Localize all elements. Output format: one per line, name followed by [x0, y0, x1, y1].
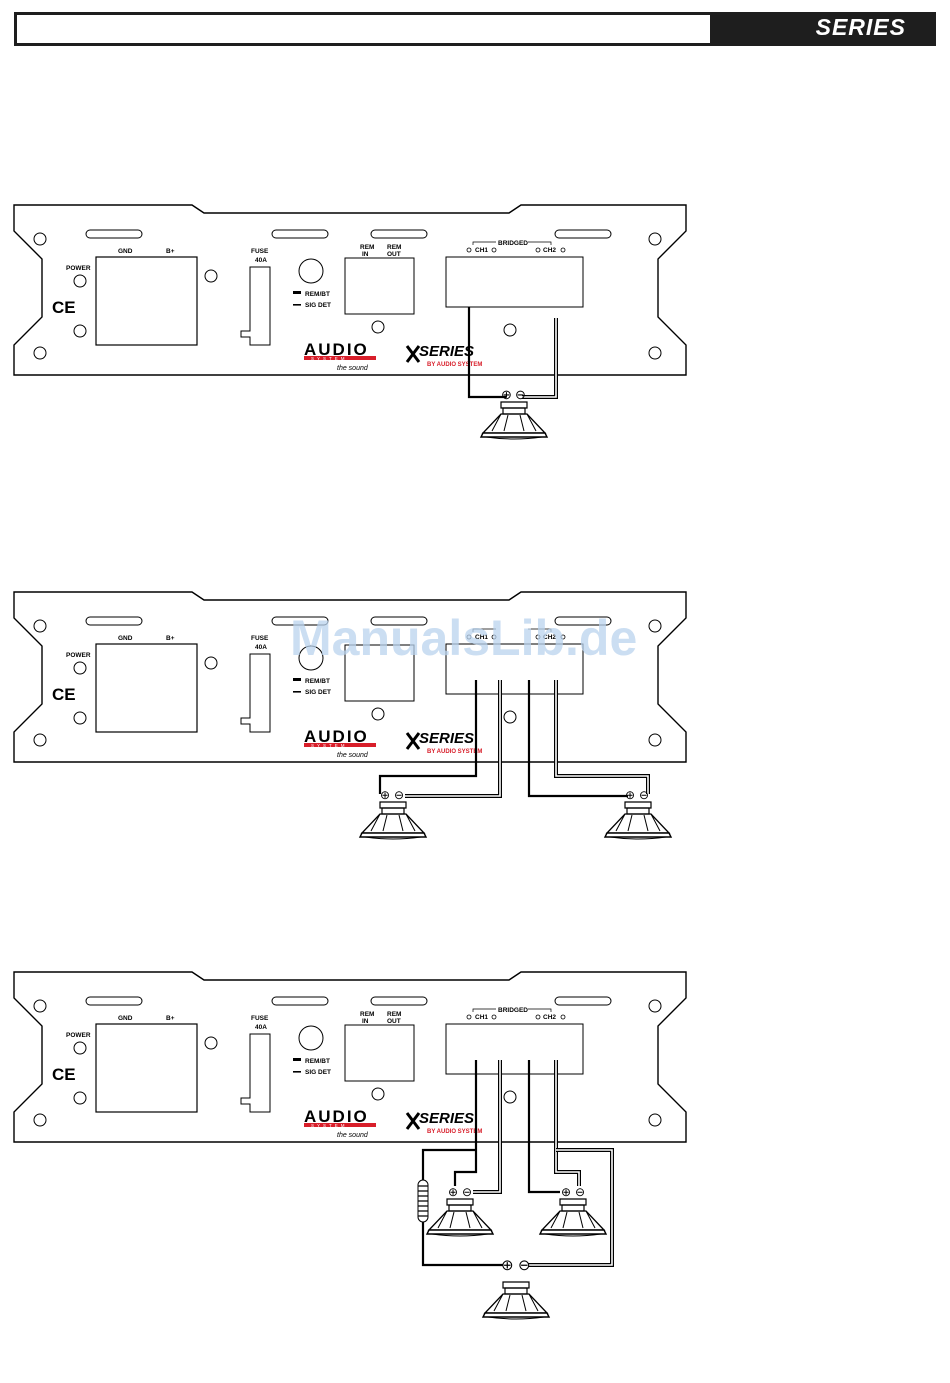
rem-in-label-top: REM — [360, 244, 374, 251]
rem-out-label-top: REM — [387, 1011, 401, 1018]
rem-in-label-bottom: IN — [362, 251, 369, 258]
rem-out-label-top: REM — [387, 244, 401, 251]
system-logo-text: SYSTEM — [311, 743, 348, 748]
sig-det-label: SIG DET — [305, 689, 331, 696]
minus-terminal: ⊖ — [575, 1185, 585, 1199]
rem-bt-label: REM/BT — [305, 291, 330, 298]
fuse-label: FUSE — [251, 1015, 269, 1022]
speaker-2-left — [359, 801, 427, 840]
rem-in-label-bottom: IN — [362, 1018, 369, 1025]
ch2-label: CH2 — [543, 1014, 556, 1021]
speaker-3-left — [426, 1198, 494, 1237]
ch1-label: CH1 — [475, 634, 488, 641]
fuse-label: FUSE — [251, 635, 269, 642]
rem-out-label-bottom: OUT — [387, 251, 401, 258]
power-label: POWER — [66, 265, 91, 272]
audio-logo: AUDIO — [304, 340, 369, 359]
amplifier-panel-3: POWER GND B+ FUSE 40A REM IN REM OUT BRI… — [12, 970, 688, 1144]
minus-terminal: ⊖ — [515, 387, 526, 402]
by-audio-system-label: BY AUDIO SYSTEM — [427, 1129, 482, 1135]
rem-out-label-bottom: OUT — [387, 1018, 401, 1025]
power-label: POWER — [66, 652, 91, 659]
minus-terminal: ⊖ — [639, 788, 649, 802]
ce-mark: CE — [52, 685, 76, 704]
xseries-logo: SERIES — [419, 343, 474, 360]
tagline: the sound — [337, 1132, 369, 1139]
series-label: SERIES — [815, 14, 906, 40]
fuse-rating-label: 40A — [255, 644, 267, 651]
system-logo-text: SYSTEM — [311, 356, 348, 361]
wiring-1 — [467, 307, 558, 399]
bridged-label: BRIDGED — [498, 1007, 528, 1014]
tagline: the sound — [337, 365, 369, 372]
rem-bt-label: REM/BT — [305, 678, 330, 685]
minus-terminal: ⊖ — [518, 1257, 531, 1274]
plus-terminal: ⊕ — [625, 788, 635, 802]
audio-logo: AUDIO — [304, 1107, 369, 1126]
speaker-2-right — [604, 801, 672, 840]
rem-bt-label: REM/BT — [305, 1058, 330, 1065]
plus-terminal: ⊕ — [561, 1185, 571, 1199]
fuse-label: FUSE — [251, 248, 269, 255]
wiring-3 — [417, 1060, 614, 1267]
fuse-rating-label: 40A — [255, 257, 267, 264]
speaker-3-center — [482, 1281, 550, 1320]
gnd-label: GND — [118, 248, 133, 255]
plus-terminal: ⊕ — [501, 1257, 514, 1274]
audio-logo: AUDIO — [304, 727, 369, 746]
ch1-label: CH1 — [475, 1014, 488, 1021]
bplus-label: B+ — [166, 635, 175, 642]
bplus-label: B+ — [166, 248, 175, 255]
ce-mark: CE — [52, 1065, 76, 1084]
wiring-2 — [378, 680, 650, 798]
amplifier-panel-2: POWER GND B+ FUSE 40A REM/BT SIG DET CH1… — [12, 590, 688, 764]
bridged-label: BRIDGED — [498, 240, 528, 247]
tagline: the sound — [337, 752, 369, 759]
fuse-rating-label: 40A — [255, 1024, 267, 1031]
speaker-3-right — [539, 1198, 607, 1237]
ch2-label: CH2 — [543, 634, 556, 641]
by-audio-system-label: BY AUDIO SYSTEM — [427, 362, 482, 368]
page-header-bar: SERIES — [14, 12, 936, 46]
rem-in-label-top: REM — [360, 1011, 374, 1018]
amplifier-panel-1: POWER GND B+ FUSE 40A REM IN REM OUT BRI… — [12, 203, 688, 377]
ch1-label: CH1 — [475, 247, 488, 254]
system-logo-text: SYSTEM — [311, 1123, 348, 1128]
gnd-label: GND — [118, 635, 133, 642]
plus-terminal: ⊕ — [380, 788, 390, 802]
bplus-label: B+ — [166, 1015, 175, 1022]
watermark: ManualsLib.de — [290, 610, 637, 666]
ce-mark: CE — [52, 298, 76, 317]
gnd-label: GND — [118, 1015, 133, 1022]
speaker-1 — [480, 401, 548, 440]
xseries-logo: SERIES — [419, 730, 474, 747]
ch2-label: CH2 — [543, 247, 556, 254]
minus-terminal: ⊖ — [394, 788, 404, 802]
minus-terminal: ⊖ — [462, 1185, 472, 1199]
by-audio-system-label: BY AUDIO SYSTEM — [427, 749, 482, 755]
power-label: POWER — [66, 1032, 91, 1039]
plus-terminal: ⊕ — [448, 1185, 458, 1199]
sig-det-label: SIG DET — [305, 1069, 331, 1076]
plus-terminal: ⊕ — [501, 387, 512, 402]
xseries-logo: SERIES — [419, 1110, 474, 1127]
sig-det-label: SIG DET — [305, 302, 331, 309]
series-tab: SERIES — [710, 12, 936, 46]
